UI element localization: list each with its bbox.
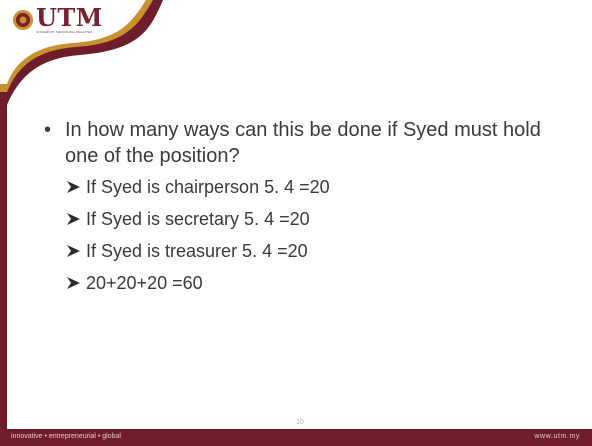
sub-bullet-item: If Syed is chairperson 5. 4 =20: [67, 177, 564, 197]
sub-bullet-item: If Syed is secretary 5. 4 =20: [67, 209, 564, 229]
logo-wordmark: UTM: [36, 3, 103, 32]
arrow-bullet-icon: [67, 181, 80, 193]
arrow-bullet-icon: [67, 245, 80, 257]
sub-bullet-text: If Syed is secretary 5. 4 =20: [86, 208, 310, 229]
arrow-bullet-icon: [67, 277, 80, 289]
sub-bullet-list: If Syed is chairperson 5. 4 =20 If Syed …: [44, 177, 564, 293]
left-frame: [0, 0, 7, 446]
header-swoosh: [0, 0, 163, 105]
slide-content: • In how many ways can this be done if S…: [44, 117, 564, 305]
footer-tagline: innovative • entrepreneurial • global: [11, 433, 121, 440]
footer-website: www.utm.my: [534, 433, 580, 440]
page-number: 10: [296, 419, 304, 426]
sub-bullet-text: If Syed is treasurer 5. 4 =20: [86, 240, 308, 261]
sub-bullet-text: 20+20+20 =60: [86, 272, 203, 293]
footer-bar: innovative • entrepreneurial • global ww…: [0, 429, 592, 446]
arrow-bullet-icon: [67, 213, 80, 225]
bullet-dot-icon: •: [44, 119, 52, 141]
utm-logo: UTM UNIVERSITI TEKNOLOGI MALAYSIA: [12, 6, 103, 34]
main-bullet: • In how many ways can this be done if S…: [44, 117, 564, 169]
sub-bullet-item: 20+20+20 =60: [67, 273, 564, 293]
utm-emblem-icon: [13, 10, 33, 30]
question-text: In how many ways can this be done if Sye…: [65, 119, 541, 167]
sub-bullet-item: If Syed is treasurer 5. 4 =20: [67, 241, 564, 261]
sub-bullet-text: If Syed is chairperson 5. 4 =20: [86, 176, 330, 197]
logo-subtitle: UNIVERSITI TEKNOLOGI MALAYSIA: [36, 30, 93, 34]
